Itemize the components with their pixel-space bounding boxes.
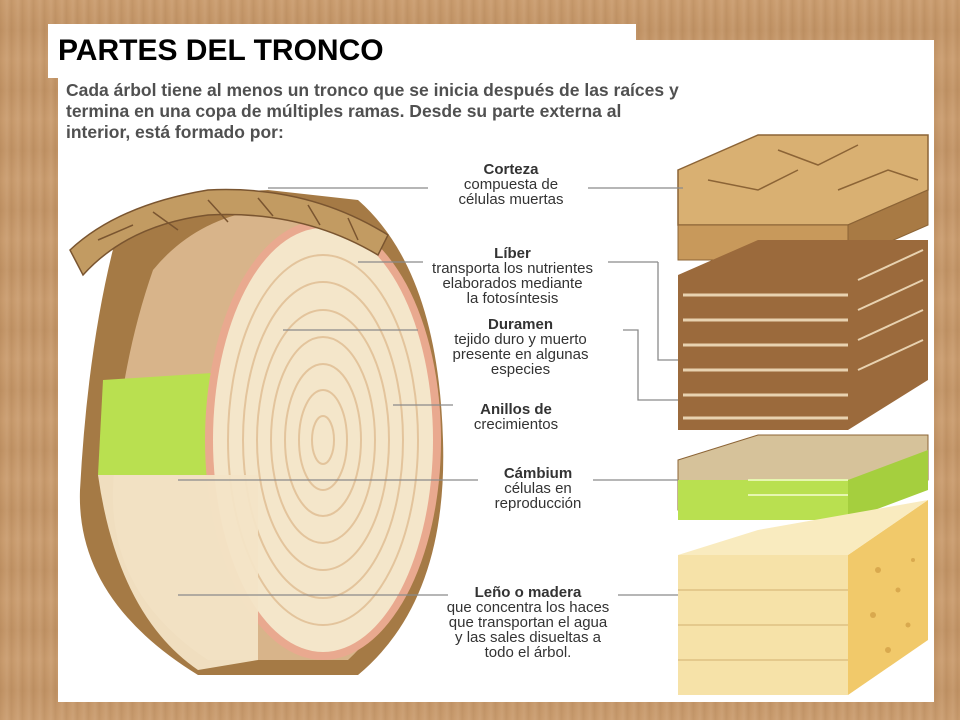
intro-text: Cada árbol tiene al menos un tronco que … bbox=[66, 80, 679, 142]
bark-crust bbox=[69, 188, 389, 277]
label-anillos: Anillos de crecimientos bbox=[473, 401, 559, 433]
trunk-illustration bbox=[69, 188, 444, 675]
cambium-block-green bbox=[678, 480, 848, 520]
heartwood-face bbox=[213, 228, 433, 652]
phloem-block bbox=[678, 240, 928, 430]
label-cambium: Cámbium células en reproducción bbox=[494, 465, 582, 512]
sapwood-block-top bbox=[678, 500, 928, 555]
cambium-block-green-side bbox=[848, 450, 928, 520]
slide-title: PARTES DEL TRONCO bbox=[48, 24, 636, 78]
growth-rings bbox=[227, 254, 419, 626]
label-liber: Líber transporta los nutrientes elaborad… bbox=[432, 245, 593, 307]
wood-slab bbox=[98, 475, 258, 670]
diagram-panel: Cada árbol tiene al menos un tronco que … bbox=[58, 40, 934, 702]
label-leno: Leño o madera que concentra los haces qu… bbox=[446, 584, 610, 661]
trunk-diagram bbox=[69, 134, 929, 695]
leader-lines bbox=[178, 187, 683, 596]
layer-block bbox=[677, 134, 929, 695]
sapwood-block-side bbox=[848, 500, 928, 695]
label-corteza: Corteza compuesta de células muertas bbox=[458, 161, 564, 208]
label-duramen: Duramen tejido duro y muerto presente en… bbox=[452, 316, 589, 378]
